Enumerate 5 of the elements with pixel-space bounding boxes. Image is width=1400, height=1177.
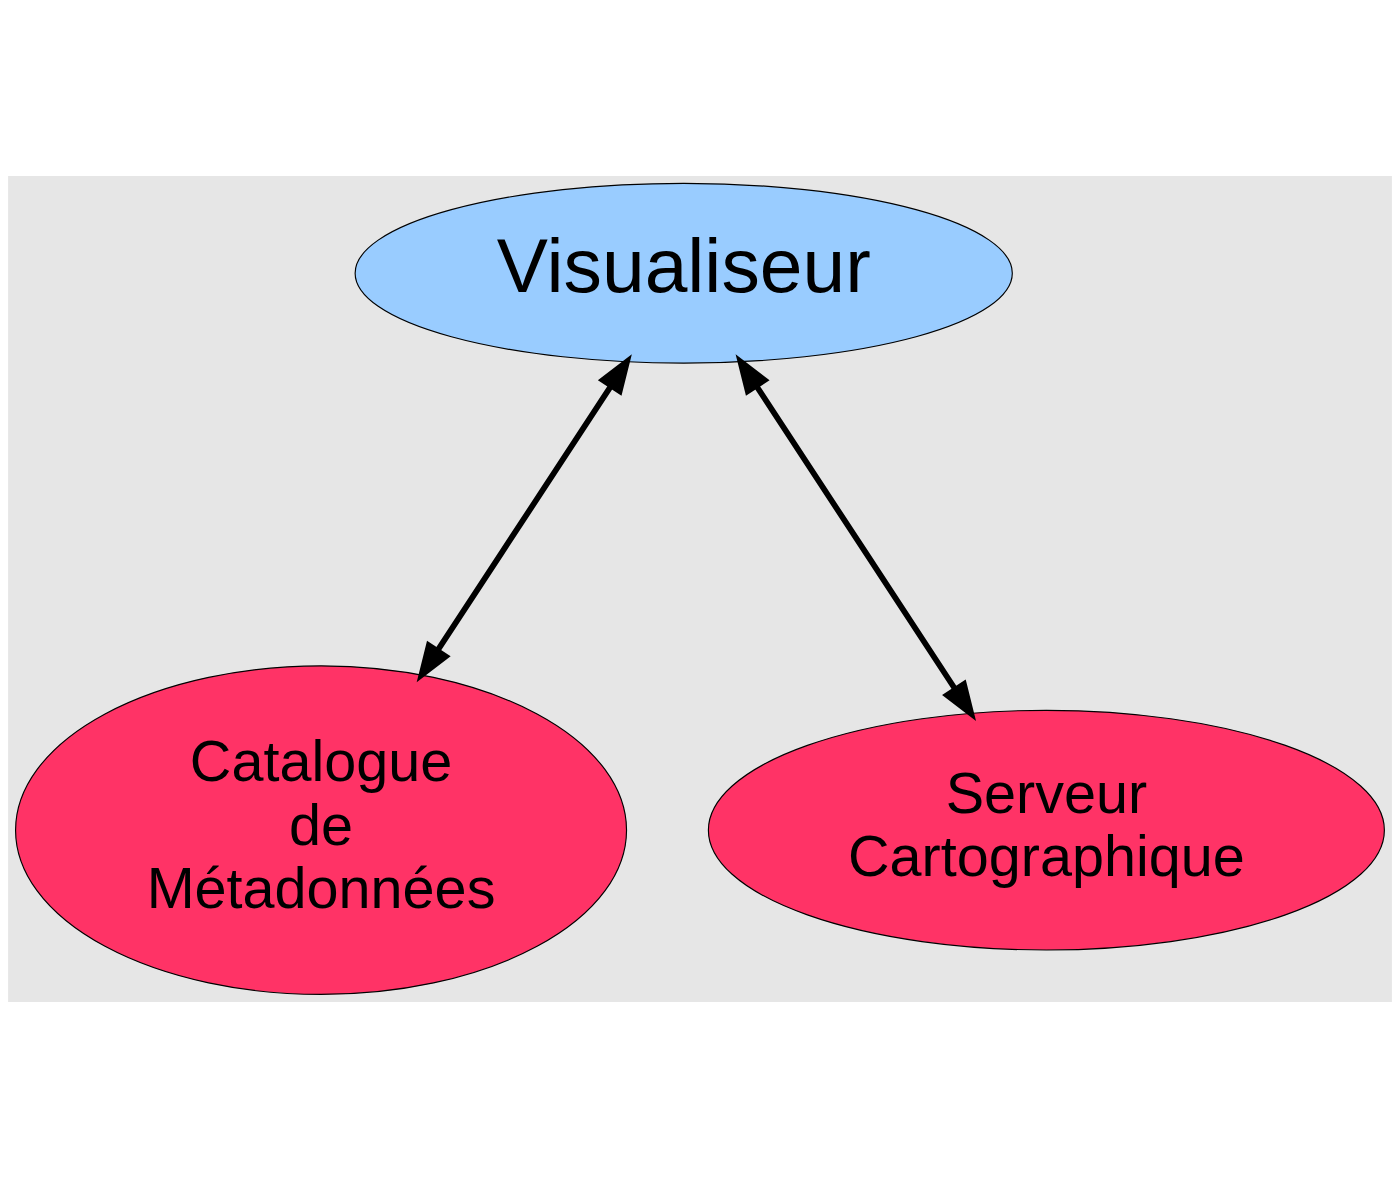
arrow [735, 353, 977, 721]
node-ellipse: Catalogue de Métadonnées [15, 664, 628, 995]
node-ellipse: Visualiseur [354, 182, 1013, 364]
node-ellipse: Serveur Cartographique [707, 709, 1385, 951]
arrow [416, 353, 632, 682]
